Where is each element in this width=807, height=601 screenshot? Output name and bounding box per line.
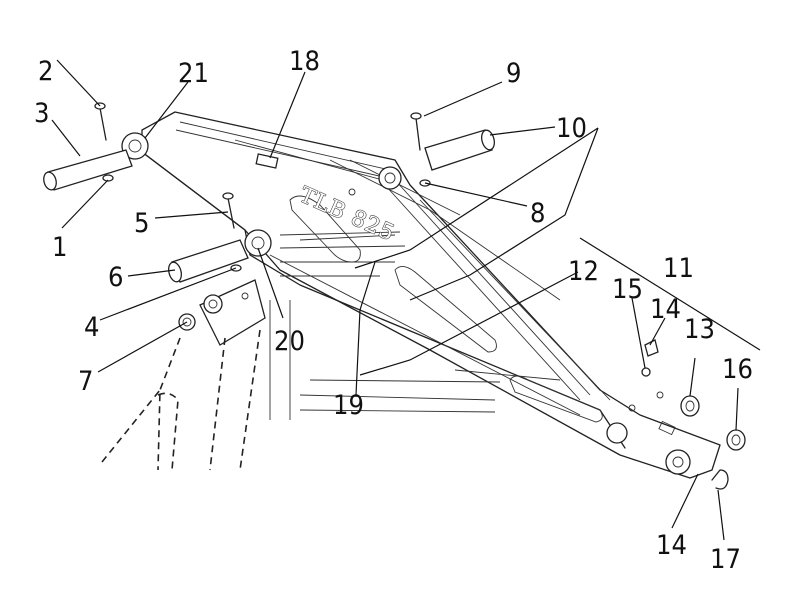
callout-12: 12 (568, 256, 599, 287)
callout-14-bottom: 14 (656, 530, 687, 561)
callout-9: 9 (506, 58, 521, 89)
callout-3: 3 (34, 98, 49, 129)
callout-14-top: 14 (650, 294, 681, 325)
callout-8: 8 (530, 198, 545, 229)
bolt-5 (227, 197, 235, 229)
pin-15 (641, 367, 651, 377)
leader-lines (51, 59, 761, 541)
callout-20: 20 (274, 326, 305, 357)
callout-1: 1 (52, 232, 67, 263)
nut-1 (102, 174, 114, 182)
callout-2: 2 (38, 56, 53, 87)
label-plate (255, 153, 279, 169)
callout-4: 4 (84, 312, 99, 343)
callout-18: 18 (289, 46, 320, 77)
bracket-20 (199, 279, 266, 346)
bolt-9 (415, 117, 421, 151)
callout-6: 6 (108, 262, 123, 293)
boom-arm (121, 111, 721, 479)
pin-10 (424, 129, 495, 171)
callouts: 2 3 1 21 18 9 10 5 8 11 6 12 15 14 4 13 … (34, 46, 753, 575)
pin-3 (43, 149, 133, 191)
callout-16: 16 (722, 354, 753, 385)
clip-17 (711, 469, 729, 490)
callout-17: 17 (710, 544, 741, 575)
callout-15: 15 (612, 274, 643, 305)
callout-13: 13 (684, 314, 715, 345)
callout-11: 11 (663, 253, 694, 284)
callout-19: 19 (333, 390, 364, 421)
callout-5: 5 (134, 208, 149, 239)
bushing-16 (726, 429, 746, 451)
bushing-13 (680, 395, 700, 417)
callout-10: 10 (556, 113, 587, 144)
callout-7: 7 (78, 366, 93, 397)
bolt-2 (99, 107, 107, 141)
callout-21: 21 (178, 58, 209, 89)
pin-6 (168, 239, 249, 283)
